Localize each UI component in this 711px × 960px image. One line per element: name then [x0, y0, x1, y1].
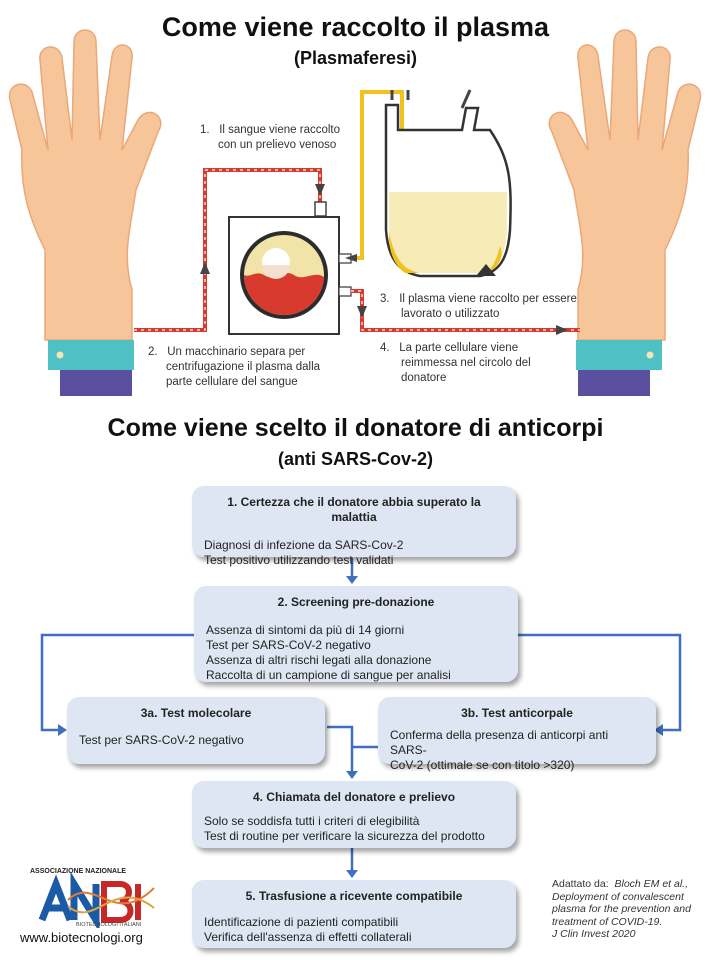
blood-tube-in — [134, 168, 322, 332]
box-step-3b: 3b. Test anticorpale Conferma della pres… — [378, 697, 656, 772]
box-2-title: 2. Screening pre-donazione — [277, 595, 435, 609]
box-3b-title: 3b. Test anticorpale — [461, 706, 573, 720]
title-top: Come viene raccolto il plasma — [161, 12, 550, 42]
box-4-title: 4. Chiamata del donatore e prelievo — [252, 790, 456, 804]
box-3a-title: 3a. Test molecolare — [140, 706, 252, 720]
box-1-line: Test positivo utilizzando test validati — [204, 553, 394, 567]
box-5-title: 5. Trasfusione a ricevente compatibile — [245, 889, 463, 903]
box-2-line: Assenza di sintomi da più di 14 giorni — [206, 623, 405, 637]
box-2-line: Test per SARS-CoV-2 negativo — [206, 638, 371, 652]
title-bottom: Come viene scelto il donatore di anticor… — [107, 414, 604, 442]
box-3b-line: Conferma della presenza di anticorpi ant… — [390, 728, 609, 757]
box-3a-line: Test per SARS-CoV-2 negativo — [79, 733, 244, 747]
box-1-title: 1. Certezza che il donatore abbia supera… — [227, 495, 481, 524]
flowchart-connectors — [40, 558, 682, 878]
step-2-label: 2. Un macchinario separa per centrifugaz… — [148, 346, 321, 388]
box-step-1: 1. Certezza che il donatore abbia supera… — [192, 486, 516, 567]
box-2-line: Raccolta di un campione di sangue per an… — [206, 668, 451, 682]
step-1-label: 1. Il sangue viene raccolto con un preli… — [200, 124, 341, 151]
centrifuge-machine — [228, 201, 352, 335]
subtitle-top: (Plasmaferesi) — [293, 48, 418, 68]
reference-note: Adattato da: Bloch EM et al., Deployment… — [552, 878, 691, 940]
anbi-logo: ASSOCIAZIONE NAZIONALE BIOTECNOLOGI ITAL… — [30, 868, 155, 928]
box-2-line: Assenza di altri rischi legati alla dona… — [206, 653, 432, 667]
box-5-line: Identificazione di pazienti compatibili — [204, 915, 399, 929]
box-step-2: 2. Screening pre-donazione Assenza di si… — [194, 586, 518, 682]
right-hand-illustration — [548, 29, 702, 396]
box-step-4: 4. Chiamata del donatore e prelievo Solo… — [192, 781, 516, 848]
subtitle-bottom: (anti SARS-Cov-2) — [277, 449, 433, 469]
svg-text:BIOTECNOLOGI ITALIANI: BIOTECNOLOGI ITALIANI — [76, 922, 142, 928]
step-4-label: 4. La parte cellulare viene reimmessa ne… — [380, 342, 531, 384]
website-link[interactable]: www.biotecnologi.org — [20, 930, 143, 945]
box-5-line: Verifica dell'assenza di effetti collate… — [204, 930, 412, 944]
box-4-line: Test di routine per verificare la sicure… — [204, 829, 485, 843]
flow-arrow-up — [200, 262, 210, 274]
box-3b-line: CoV-2 (ottimale se con titolo >320) — [390, 758, 575, 772]
plasma-bag — [384, 89, 512, 278]
svg-text:ASSOCIAZIONE NAZIONALE: ASSOCIAZIONE NAZIONALE — [30, 868, 126, 875]
left-hand-illustration — [8, 29, 162, 396]
box-1-line: Diagnosi di infezione da SARS-Cov-2 — [204, 538, 404, 552]
plasma-tube — [351, 90, 404, 260]
box-step-5: 5. Trasfusione a ricevente compatibile I… — [192, 880, 516, 948]
plasmapheresis-diagram — [8, 29, 702, 396]
box-4-line: Solo se soddisfa tutti i criteri di eleg… — [204, 814, 420, 828]
box-step-3a: 3a. Test molecolare Test per SARS-CoV-2 … — [67, 697, 325, 764]
flow-arrow-down — [315, 184, 325, 196]
step-3-label: 3. Il plasma viene raccolto per essere l… — [380, 293, 577, 320]
